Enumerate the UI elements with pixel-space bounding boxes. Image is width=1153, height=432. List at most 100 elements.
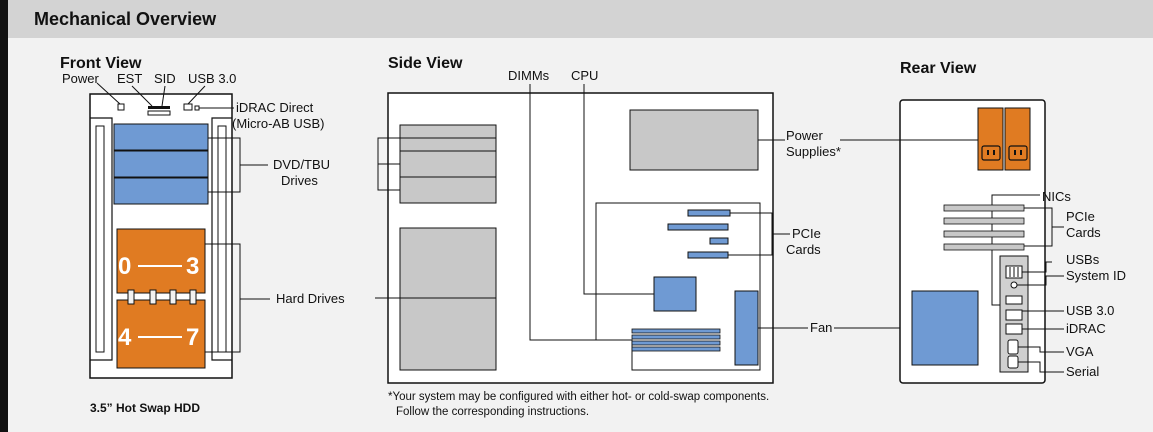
usb-port-icon[interactable] <box>183 103 193 111</box>
idrac-direct-label: iDRAC Direct <box>236 100 314 115</box>
hard-drive-cage-4-7 <box>116 299 206 369</box>
psu-2-socket-icon <box>1008 145 1028 161</box>
pcie-side-label: PCIe <box>792 226 821 241</box>
pcie-rear-bracket <box>1024 207 1064 247</box>
front-left-rail <box>95 125 105 353</box>
pcie-card-3 <box>709 237 729 245</box>
vga-leader <box>1018 346 1064 353</box>
idrac-direct-sublabel: (Micro-AB USB) <box>232 116 324 131</box>
usb-leader <box>187 85 206 105</box>
pcie-card-1 <box>687 209 731 217</box>
footnote-line-1: *Your system may be configured with eith… <box>388 391 769 403</box>
psu-1-socket-icon <box>981 145 1001 161</box>
system-id-leader <box>1017 275 1064 286</box>
usbs-label: USBs <box>1066 252 1100 267</box>
idrac-direct-port-icon[interactable] <box>194 105 200 111</box>
socket-pins <box>987 150 1022 155</box>
dvd-bay-3 <box>113 177 209 205</box>
sid-label: SID <box>154 71 176 86</box>
psu-2 <box>1004 107 1031 171</box>
title-bar: Mechanical Overview <box>0 0 1153 38</box>
cpu-label: CPU <box>571 68 598 83</box>
est-tag-icon <box>148 106 170 109</box>
drive-range-0-end: 3 <box>186 253 199 280</box>
pcie-rear-sublabel: Cards <box>1066 225 1101 240</box>
dimms-label: DIMMs <box>508 68 550 83</box>
drive-range-1-end: 7 <box>186 324 199 351</box>
pcie-rear-label: PCIe <box>1066 209 1095 224</box>
serial-port-icon[interactable] <box>1007 355 1019 369</box>
rear-view: Rear View <box>840 60 1126 384</box>
rear-pcie-slot-2 <box>943 217 1025 225</box>
system-id-button-icon[interactable] <box>1010 281 1018 289</box>
dvd-tbu-sublabel: Drives <box>281 173 318 188</box>
dimms-leader <box>529 84 632 341</box>
power-supplies-sublabel: Supplies* <box>786 144 841 159</box>
power-leader <box>96 82 121 105</box>
sid-indicator-icon <box>147 110 171 116</box>
front-view-heading: Front View <box>60 55 142 72</box>
power-button-icon[interactable] <box>117 103 125 111</box>
serial-leader <box>1018 361 1064 373</box>
hard-drives-label: Hard Drives <box>276 291 345 306</box>
idrac-label: iDRAC <box>1066 321 1106 336</box>
usb-label: USB 3.0 <box>188 71 236 86</box>
front-left-bezel <box>90 117 113 361</box>
idrac-port-icon[interactable] <box>1005 323 1023 335</box>
dimm-3 <box>631 340 721 346</box>
cpu-leader <box>583 84 654 295</box>
left-accent-bar <box>0 38 8 432</box>
footnote-line-2: Follow the corresponding instructions. <box>396 406 589 418</box>
serial-label: Serial <box>1066 364 1099 379</box>
drive-range-1-start: 4 <box>118 324 132 351</box>
vga-port-icon[interactable] <box>1007 339 1019 355</box>
pcie-card-2 <box>667 223 729 231</box>
pcie-side-sublabel: Cards <box>786 242 821 257</box>
pcie-card-4 <box>687 251 729 259</box>
dimm-2 <box>631 334 721 340</box>
fan-label: Fan <box>810 320 832 335</box>
dimm-1 <box>631 328 721 334</box>
page-title: Mechanical Overview <box>34 9 217 29</box>
rear-pcie-slot-4 <box>943 243 1025 251</box>
drive-separators <box>127 289 197 305</box>
psu-1 <box>977 107 1004 171</box>
usb3-port-icon[interactable] <box>1005 295 1023 305</box>
vga-label: VGA <box>1066 344 1094 359</box>
sid-leader <box>161 85 166 107</box>
dvd-bay-1 <box>113 123 209 151</box>
usb-port-lines <box>1009 267 1019 277</box>
cpu-chip <box>653 276 697 312</box>
est-leader <box>131 85 153 107</box>
usb3-rear-label: USB 3.0 <box>1066 303 1114 318</box>
hdd-bracket <box>205 243 270 353</box>
side-power-supplies <box>629 109 759 171</box>
rear-pcie-slot-3 <box>943 230 1025 238</box>
power-supplies-label: Power <box>786 128 824 143</box>
side-drive-bays <box>399 124 497 204</box>
side-view: Side View DIMMs CPU <box>375 55 902 418</box>
rear-fan <box>911 290 979 366</box>
side-view-heading: Side View <box>388 55 463 72</box>
dvd-side-leaders <box>377 137 496 191</box>
pcie-side-bracket <box>728 212 790 256</box>
front-view: Front View Power EST SID USB 3.0 <box>60 55 345 415</box>
dimm-4 <box>631 346 721 352</box>
dvd-tbu-label: DVD/TBU <box>273 157 330 172</box>
front-caption: 3.5” Hot Swap HDD <box>90 401 200 415</box>
hard-drive-cage-0-3 <box>116 228 206 294</box>
rear-nic-port-icon[interactable] <box>1005 309 1023 321</box>
usbs-leader <box>1022 261 1052 273</box>
system-id-label: System ID <box>1066 268 1126 283</box>
est-label: EST <box>117 71 142 86</box>
rear-pcie-slot-1 <box>943 204 1025 212</box>
side-fan <box>734 290 759 366</box>
power-label: Power <box>62 71 100 86</box>
nics-label: NICs <box>1042 189 1071 204</box>
front-right-bezel <box>211 117 232 361</box>
side-hdd-cage <box>399 227 497 371</box>
drive-range-0-start: 0 <box>118 253 131 280</box>
rear-view-heading: Rear View <box>900 60 977 77</box>
